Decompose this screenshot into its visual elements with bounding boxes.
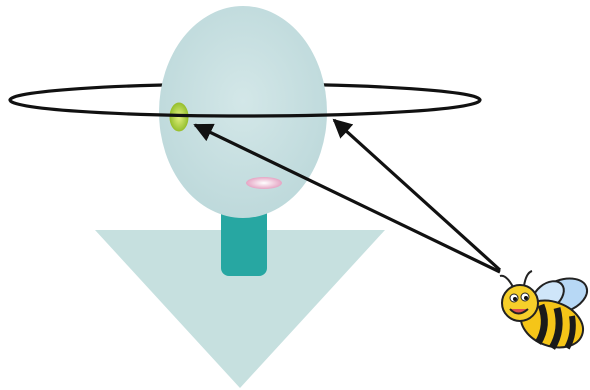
bee-icon (500, 271, 590, 356)
mouth-shape (246, 177, 282, 189)
